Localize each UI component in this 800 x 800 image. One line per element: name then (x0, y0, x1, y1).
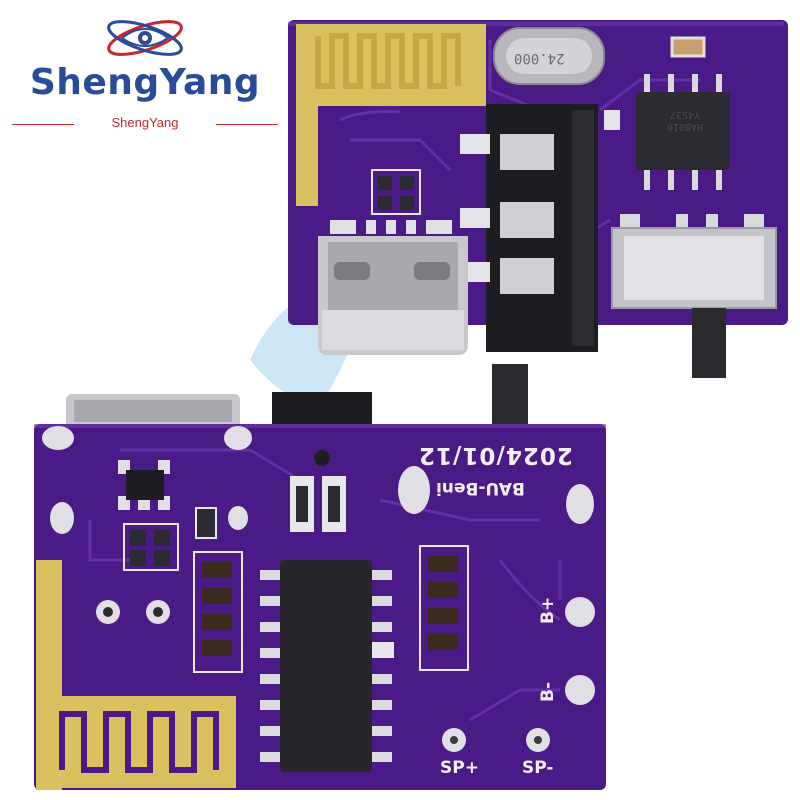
brand-tagline: ShengYang (111, 115, 179, 130)
slide-switch-icon (611, 214, 777, 378)
silkscreen-date: 2024/01/12 (418, 442, 573, 468)
pad-label-b-minus: B- (538, 681, 558, 702)
eye-orbit-icon (107, 20, 183, 56)
usb-c-port-icon (318, 220, 468, 355)
resistor-icon (371, 169, 421, 215)
test-pad-icon (442, 597, 595, 752)
pad-label-sp-plus: SP+ (440, 758, 479, 778)
resistor-icon (123, 507, 469, 673)
chip-marking-line: HA8010 (666, 121, 704, 132)
chip-icon (636, 74, 730, 190)
brand-logo: ShengYang ShengYang (0, 0, 290, 140)
crystal-marking: 24.000 (514, 50, 565, 66)
crystal-icon (493, 27, 605, 85)
chip-icon (260, 560, 392, 772)
audio-jack-icon (460, 104, 598, 352)
chip-marking: HA8010 Y4S37 (654, 108, 716, 132)
antenna-icon (296, 24, 486, 206)
pad-label-b-plus: B+ (538, 596, 558, 624)
brand-name: ShengYang (29, 62, 261, 103)
top-pcb (288, 20, 788, 424)
antenna-icon (36, 560, 236, 790)
pad-label-sp-minus: SP- (522, 758, 554, 778)
silkscreen-name: BAU-Beni (436, 478, 525, 498)
chip-icon (118, 460, 170, 510)
chip-marking-line: Y4S37 (669, 109, 701, 120)
logo-divider-left (12, 124, 74, 125)
bottom-pcb (34, 392, 606, 790)
logo-divider-right (216, 124, 278, 125)
